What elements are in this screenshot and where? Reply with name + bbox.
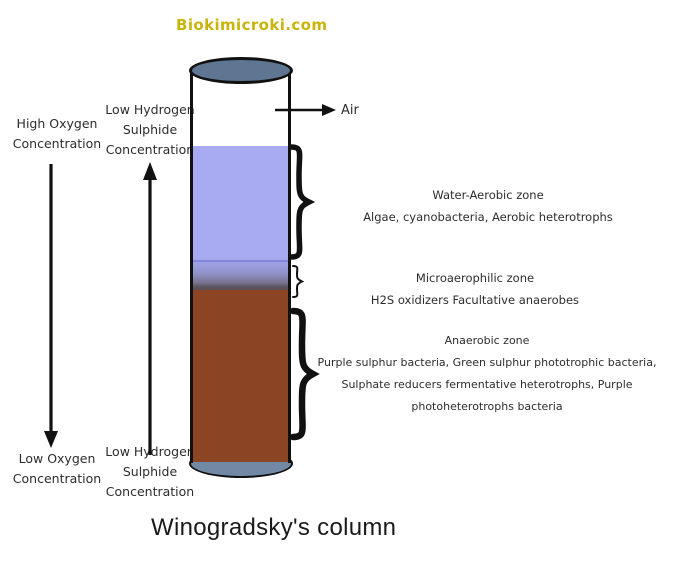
high-oxygen-label: High Oxygen Concentration <box>12 116 102 151</box>
micro-zone-brace <box>292 265 305 298</box>
air-arrow <box>275 104 336 116</box>
h2s-up-arrow <box>143 162 157 455</box>
anaerobic-zone-annotation: Anaerobic zone Purple sulphur bacteria, … <box>311 330 663 418</box>
column-left-wall <box>190 70 193 463</box>
anaerobic-zone <box>193 290 288 462</box>
low-h2s-bottom-label: Low Hydrogen Sulphide Concentration <box>105 444 195 499</box>
micro-zone-title: Microaerophilic zone <box>415 271 535 285</box>
micro-zone-description: H2S oxidizers Facultative anaerobes <box>370 293 580 307</box>
low-h2s-top-label: Low Hydrogen Sulphide Concentration <box>105 102 195 157</box>
column-top-cap <box>189 57 293 84</box>
water-zone-brace <box>288 144 316 260</box>
water-zone-description: Algae, cyanobacteria, Aerobic heterotrop… <box>363 210 613 224</box>
oxygen-down-arrow <box>44 164 58 448</box>
anaerobic-zone-title: Anaerobic zone <box>444 334 530 347</box>
diagram-title: Winogradsky's column <box>151 514 397 541</box>
water-zone-title: Water-Aerobic zone <box>432 188 544 202</box>
column-right-wall <box>288 70 291 463</box>
water-zone-annotation: Water-Aerobic zone Algae, cyanobacteria,… <box>318 184 658 228</box>
site-watermark: Biokimicroki.com <box>176 16 328 34</box>
water-aerobic-zone <box>193 146 288 262</box>
micro-zone-annotation: Microaerophilic zone H2S oxidizers Facul… <box>305 267 645 311</box>
anaerobic-zone-description: Purple sulphur bacteria, Green sulphur p… <box>317 356 657 413</box>
air-label: Air <box>341 103 359 118</box>
anaerobic-zone-brace <box>289 307 320 441</box>
low-oxygen-label: Low Oxygen Concentration <box>12 451 102 486</box>
microaerophilic-zone <box>193 262 288 290</box>
